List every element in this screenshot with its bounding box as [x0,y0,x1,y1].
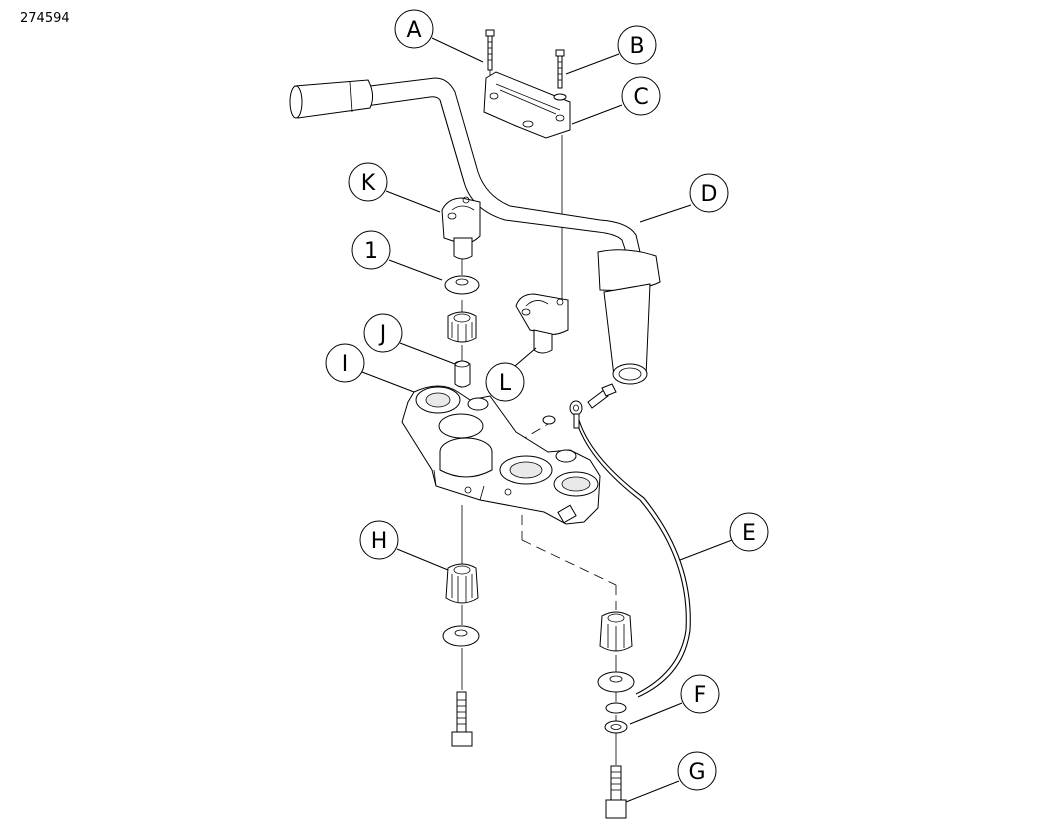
callout-f: F [680,674,720,714]
callout-1: 1 [351,230,391,270]
callout-label-j: J [378,322,387,347]
lower-washer-right [597,671,635,693]
callout-label-f: F [694,683,707,708]
callout-g: G [677,751,717,791]
handlebar [289,77,661,385]
callout-label-1: 1 [364,239,378,264]
callout-d: D [689,173,729,213]
callout-e: E [729,512,769,552]
callout-j: J [363,313,403,353]
lower-rubber-bushing-right [599,611,633,652]
callout-h: H [359,520,399,560]
callout-k: K [348,162,388,202]
callout-label-g: G [688,760,705,785]
callout-label-i: I [342,352,349,377]
callout-label-h: H [371,529,388,554]
screw-b [553,49,567,101]
callout-b: B [617,25,657,65]
handlebar-riser-l [515,293,569,354]
callout-label-d: D [701,182,718,207]
callout-c: C [621,76,661,116]
cable-screw [542,383,617,425]
upper-rubber-bushing [447,311,477,343]
leader-lines [361,37,733,803]
lower-rubber-bushing-h [445,563,479,604]
callout-a: A [394,9,434,49]
callout-label-c: C [633,85,648,110]
lower-washer-left [442,625,480,647]
callout-label-b: B [629,34,644,59]
lower-bolt-left [451,691,473,747]
screw-a [485,29,495,71]
triple-clamp [401,385,601,525]
ground-cable [569,400,691,698]
washer-1 [444,275,480,295]
callout-label-l: L [499,371,512,396]
callout-i: I [325,343,365,383]
callout-label-e: E [742,521,756,546]
cable-lug-washer [605,702,627,714]
handlebar-riser-k [441,196,481,260]
upper-clamp [483,71,571,139]
bolt-g [605,765,627,819]
spacer-sleeve-j [454,360,471,388]
callout-l: L [485,362,525,402]
callout-label-a: A [406,18,421,43]
figure-number: 274594 [20,11,70,26]
lock-washer-f [604,720,628,734]
callout-label-k: K [361,171,376,196]
